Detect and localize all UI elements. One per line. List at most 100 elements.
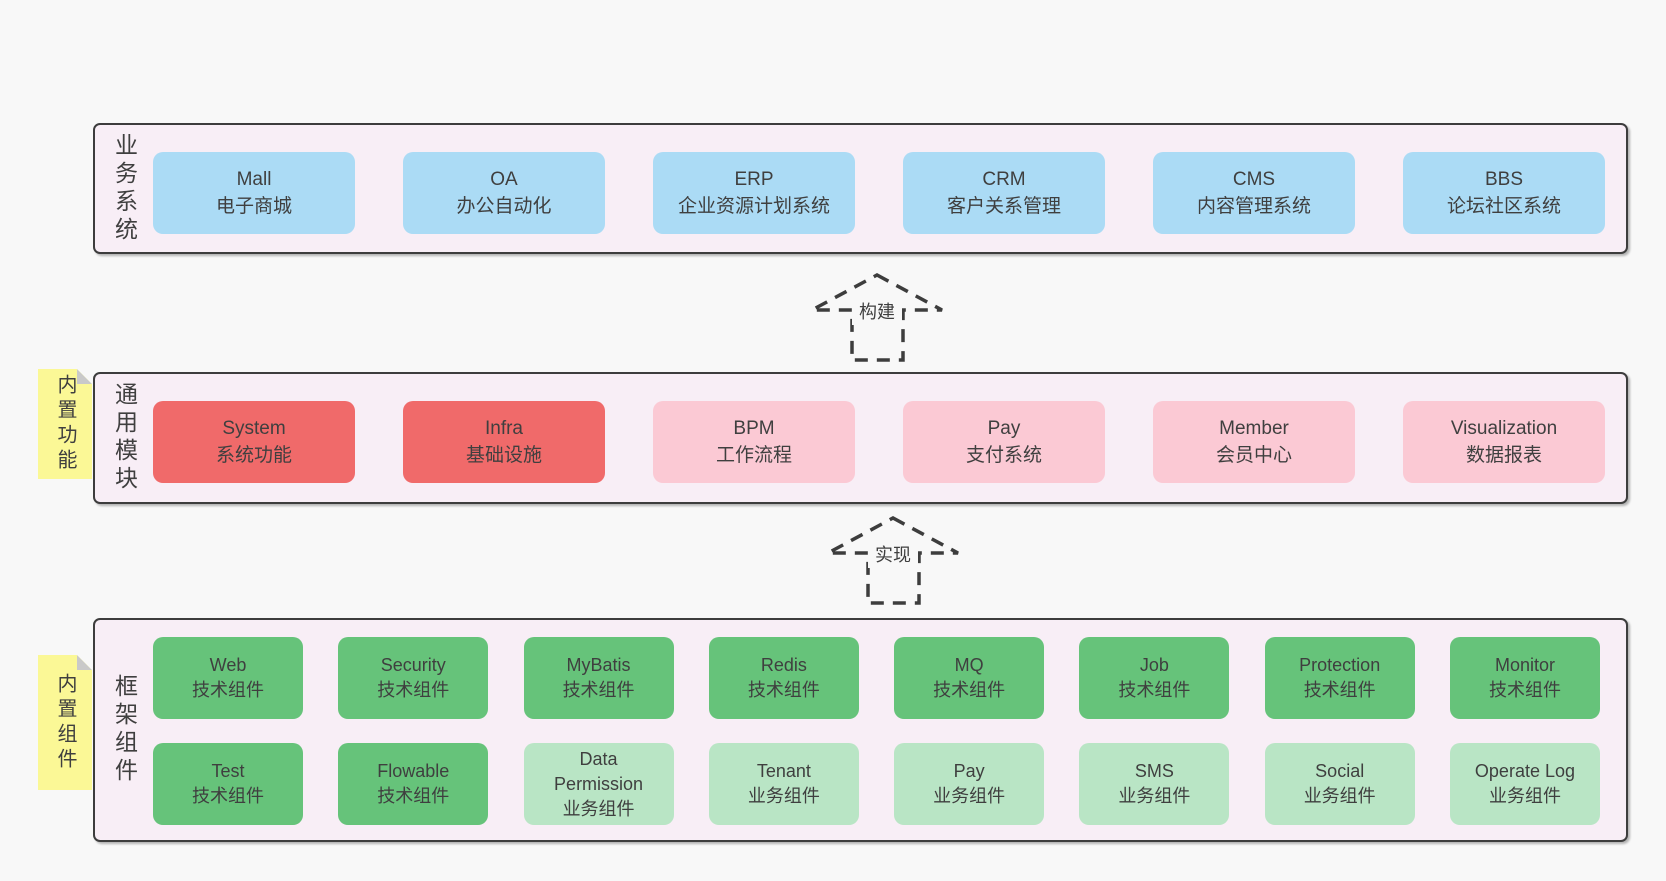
box-title: Security xyxy=(380,655,446,675)
box-subtitle: 技术组件 xyxy=(562,680,635,700)
box-subtitle: 内容管理系统 xyxy=(1196,196,1311,217)
box-title: SMS xyxy=(1134,761,1174,781)
box-title: Operate Log xyxy=(1474,761,1575,781)
box-mall: Mall 电子商城 xyxy=(153,152,355,234)
box-erp: ERP 企业资源计划系统 xyxy=(653,152,855,234)
box-title: Pay xyxy=(987,418,1021,439)
layer-label-business: 业务系统 xyxy=(111,132,138,245)
box-subtitle: 工作流程 xyxy=(715,445,792,466)
box-social: Social 业务组件 xyxy=(1264,743,1415,825)
sticky-note-built-in-components: 内置组件 xyxy=(38,655,92,790)
box-subtitle: 技术组件 xyxy=(377,680,450,700)
box-oa: OA 办公自动化 xyxy=(403,152,605,234)
box-subtitle: 技术组件 xyxy=(377,786,450,806)
sticky-note-text: 内置功能 xyxy=(54,374,76,474)
box-title: Visualization xyxy=(1450,418,1558,439)
box-bbs: BBS 论坛社区系统 xyxy=(1403,152,1605,234)
arrow-implement-label: 实现 xyxy=(875,545,911,565)
arrow-label-background xyxy=(868,541,918,568)
box-title: Job xyxy=(1139,655,1169,675)
box-cms: CMS 内容管理系统 xyxy=(1153,152,1355,234)
box-sms: SMS 业务组件 xyxy=(1079,743,1230,825)
layer-framework-components: 框架组件 Web 技术组件 Security 技术组件 MyBatis 技术组件… xyxy=(93,618,1628,842)
box-title: Tenant xyxy=(756,761,811,781)
box-subtitle: 技术组件 xyxy=(933,680,1006,700)
box-subtitle: 论坛社区系统 xyxy=(1446,196,1561,217)
box-title: Protection xyxy=(1299,655,1381,675)
box-flowable: Flowable 技术组件 xyxy=(338,743,489,825)
arrow-implement: 实现 xyxy=(827,516,959,605)
arrow-build: 构建 xyxy=(811,273,943,362)
box-visualization: Visualization 数据报表 xyxy=(1403,401,1605,483)
box-security: Security 技术组件 xyxy=(338,637,489,719)
box-title: BBS xyxy=(1484,169,1524,190)
business-boxes-row: Mall 电子商城 OA 办公自动化 ERP 企业资源计划系统 CRM 客户关系… xyxy=(153,152,1605,234)
box-infra: Infra 基础设施 xyxy=(403,401,605,483)
box-title: Monitor xyxy=(1494,655,1555,675)
layer-label-common: 通用模块 xyxy=(111,382,138,494)
box-subtitle: 会员中心 xyxy=(1215,445,1292,466)
box-subtitle: 技术组件 xyxy=(1118,680,1191,700)
box-system: System 系统功能 xyxy=(153,401,355,483)
box-subtitle: 系统功能 xyxy=(215,445,292,466)
box-tenant: Tenant 业务组件 xyxy=(708,743,859,825)
box-bpm: BPM 工作流程 xyxy=(653,401,855,483)
box-subtitle: 技术组件 xyxy=(1488,680,1561,700)
framework-boxes-row-2: Test 技术组件 Flowable 技术组件 Data Permission … xyxy=(153,743,1600,825)
box-title: CRM xyxy=(982,169,1026,190)
box-web: Web 技术组件 xyxy=(153,637,303,719)
box-title: BPM xyxy=(733,418,775,439)
sticky-note-text: 内置组件 xyxy=(54,672,76,773)
layer-common-modules: 通用模块 System 系统功能 Infra 基础设施 BPM 工作流程 Pay… xyxy=(93,372,1628,504)
box-title: Pay xyxy=(953,761,985,781)
box-title: CMS xyxy=(1232,169,1276,190)
box-title: MQ xyxy=(954,655,984,675)
box-title: Member xyxy=(1219,418,1289,439)
arrow-build-label: 构建 xyxy=(859,302,895,322)
box-title: Infra xyxy=(484,418,524,439)
box-monitor: Monitor 技术组件 xyxy=(1449,637,1600,719)
box-title: System xyxy=(222,418,286,439)
folded-corner-icon xyxy=(77,369,92,384)
common-boxes-row: System 系统功能 Infra 基础设施 BPM 工作流程 Pay 支付系统… xyxy=(153,401,1605,483)
box-pay: Pay 支付系统 xyxy=(903,401,1105,483)
box-test: Test 技术组件 xyxy=(153,743,303,825)
box-title: Data Permission xyxy=(554,748,644,794)
box-subtitle: 技术组件 xyxy=(192,786,264,806)
sticky-note-built-in-features: 内置功能 xyxy=(38,369,92,479)
arrow-up-icon xyxy=(827,516,959,605)
box-title: Social xyxy=(1315,761,1365,781)
box-subtitle: 基础设施 xyxy=(465,445,542,466)
box-title: Flowable xyxy=(377,761,450,781)
box-title: Test xyxy=(211,761,245,781)
box-subtitle: 业务组件 xyxy=(933,786,1006,806)
framework-boxes-row-1: Web 技术组件 Security 技术组件 MyBatis 技术组件 Redi… xyxy=(153,637,1600,719)
box-member: Member 会员中心 xyxy=(1153,401,1355,483)
arrow-label-background xyxy=(852,298,902,325)
box-subtitle: 业务组件 xyxy=(747,786,820,806)
box-title: OA xyxy=(490,169,518,190)
box-operate-log: Operate Log 业务组件 xyxy=(1449,743,1600,825)
box-subtitle: 客户关系管理 xyxy=(946,196,1061,217)
box-subtitle: 企业资源计划系统 xyxy=(677,196,830,217)
box-title: MyBatis xyxy=(566,655,631,675)
box-subtitle: 办公自动化 xyxy=(456,196,552,217)
box-subtitle: 技术组件 xyxy=(192,680,264,700)
box-redis: Redis 技术组件 xyxy=(708,637,859,719)
box-title: Redis xyxy=(760,655,807,675)
folded-corner-icon xyxy=(77,655,92,670)
box-subtitle: 业务组件 xyxy=(1118,786,1191,806)
box-mq: MQ 技术组件 xyxy=(894,637,1045,719)
box-subtitle: 技术组件 xyxy=(747,680,820,700)
box-mybatis: MyBatis 技术组件 xyxy=(523,637,674,719)
box-subtitle: 数据报表 xyxy=(1465,445,1542,466)
layer-business-systems: 业务系统 Mall 电子商城 OA 办公自动化 ERP 企业资源计划系统 CRM… xyxy=(93,123,1628,254)
box-title: ERP xyxy=(734,169,774,190)
box-subtitle: 业务组件 xyxy=(1488,786,1561,806)
box-pay-business: Pay 业务组件 xyxy=(894,743,1045,825)
box-subtitle: 技术组件 xyxy=(1303,680,1376,700)
box-title: Web xyxy=(209,655,247,675)
box-data-permission: Data Permission 业务组件 xyxy=(523,743,674,825)
box-subtitle: 业务组件 xyxy=(1303,786,1376,806)
